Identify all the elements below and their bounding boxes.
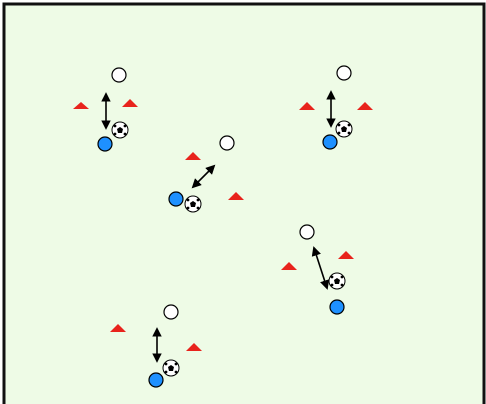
ball-icon (111, 121, 129, 139)
blue-player (97, 136, 113, 152)
cone (122, 99, 138, 107)
ball-icon (184, 195, 202, 213)
pass-arrow (311, 246, 330, 290)
cone (73, 102, 89, 109)
cone (185, 152, 201, 160)
ball-icon (335, 120, 353, 138)
ball-icon (328, 272, 346, 290)
cone (228, 192, 244, 200)
group-mid-right (281, 224, 354, 315)
cone (281, 262, 297, 270)
cone (299, 102, 315, 110)
cone (357, 102, 373, 110)
group-bottom-left (110, 304, 202, 388)
white-player (219, 135, 235, 151)
group-center (168, 135, 244, 213)
cone (338, 251, 354, 259)
group-top-right (299, 65, 373, 150)
white-player (163, 304, 179, 320)
group-top-left (73, 67, 138, 152)
white-player (111, 67, 127, 83)
pass-arrow (191, 164, 216, 189)
blue-player (168, 191, 184, 207)
white-player (299, 224, 315, 240)
white-player (336, 65, 352, 81)
blue-player (322, 134, 338, 150)
blue-player (329, 299, 345, 315)
ball-icon (162, 359, 180, 377)
cone (110, 324, 126, 332)
cone (186, 343, 202, 351)
blue-player (148, 372, 164, 388)
